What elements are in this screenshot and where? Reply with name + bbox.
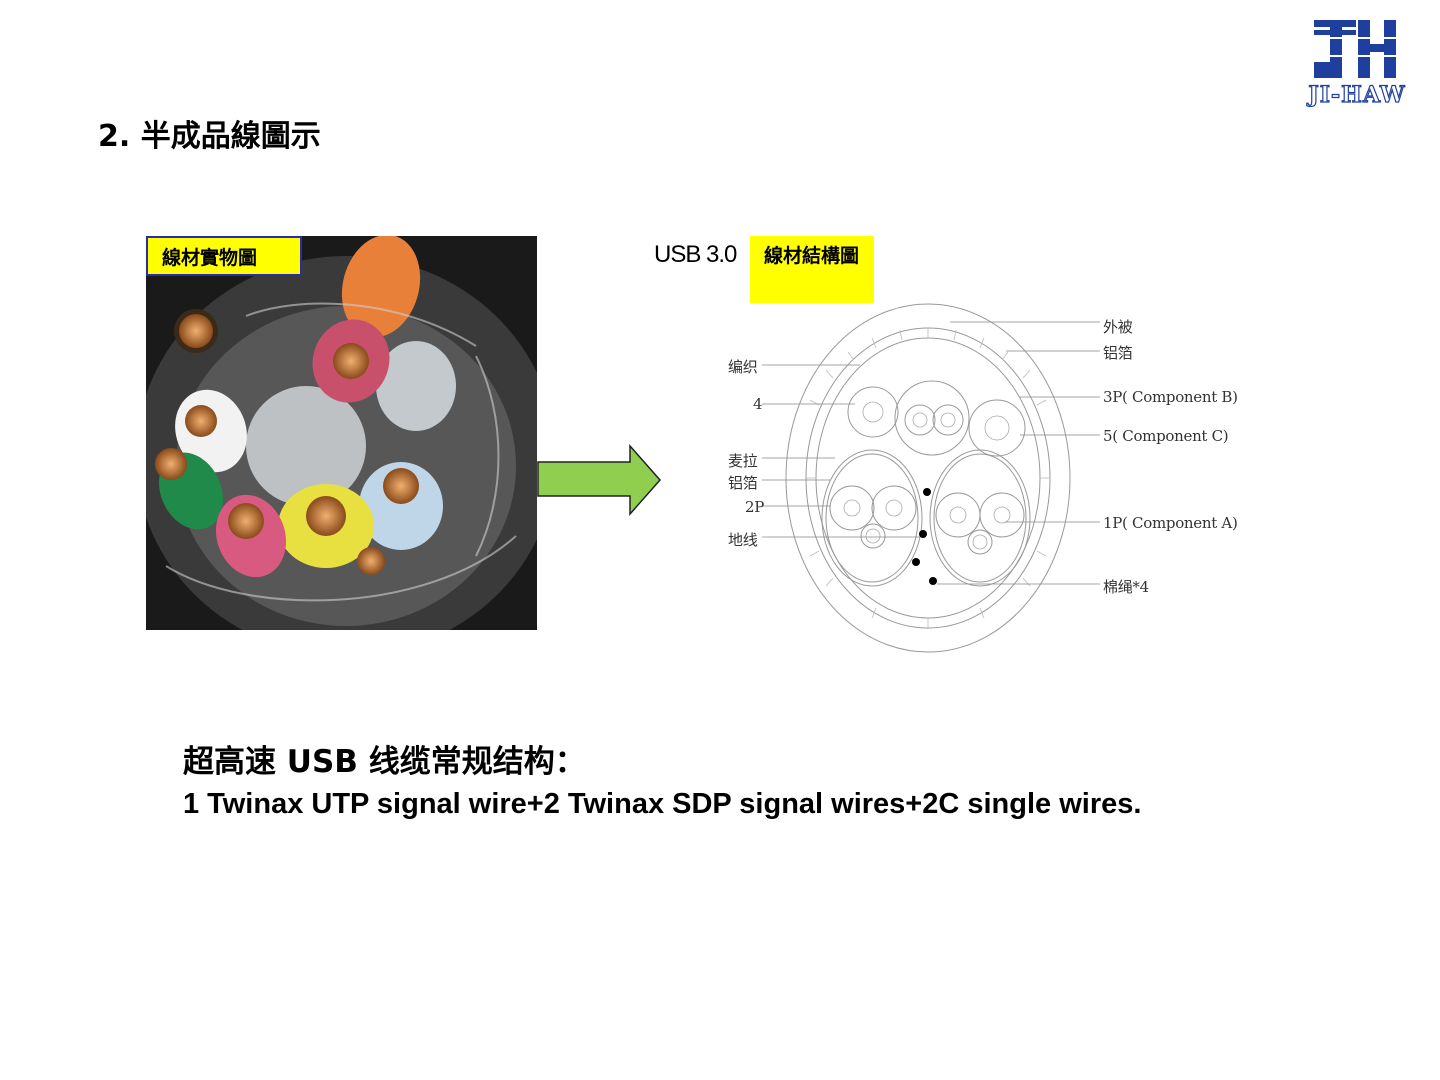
- callout-jacket: 外被: [1103, 318, 1133, 336]
- summary-heading: 超高速 USB 线缆常规结构：: [183, 744, 586, 780]
- callout-mylar: 麦拉: [728, 452, 758, 470]
- callout-5c: 5( Component C): [1103, 427, 1229, 445]
- structure-label: 線材結構圖: [750, 236, 874, 303]
- callout-foil-left: 铝箔: [728, 474, 758, 492]
- callout-3p: 3P( Component B): [1103, 388, 1238, 406]
- right-arrow-icon: [537, 444, 662, 516]
- callout-cotton: 棉绳*4: [1103, 578, 1149, 596]
- wire-photo: [146, 236, 537, 630]
- summary-description: 1 Twinax UTP signal wire+2 Twinax SDP si…: [183, 788, 1142, 820]
- photo-label: 線材實物圖: [146, 236, 302, 276]
- ji-haw-logo: [1310, 20, 1400, 78]
- section-title: 2. 半成品線圖示: [98, 119, 321, 154]
- summary-text: 超高速 USB 线缆常规结构： 1 Twinax UTP signal wire…: [183, 741, 1143, 825]
- callout-2p: 2P: [745, 498, 765, 516]
- callout-foil-right: 铝箔: [1103, 344, 1133, 362]
- usb-version-label: USB 3.0: [654, 241, 737, 268]
- callout-braid: 编织: [728, 358, 758, 376]
- callout-1p: 1P( Component A): [1103, 514, 1238, 532]
- callout-ground: 地线: [728, 531, 758, 549]
- logo-wordmark: JI-HAW: [1308, 81, 1406, 108]
- callout-four: 4: [753, 395, 763, 413]
- cable-cross-section-diagram: [762, 303, 1100, 653]
